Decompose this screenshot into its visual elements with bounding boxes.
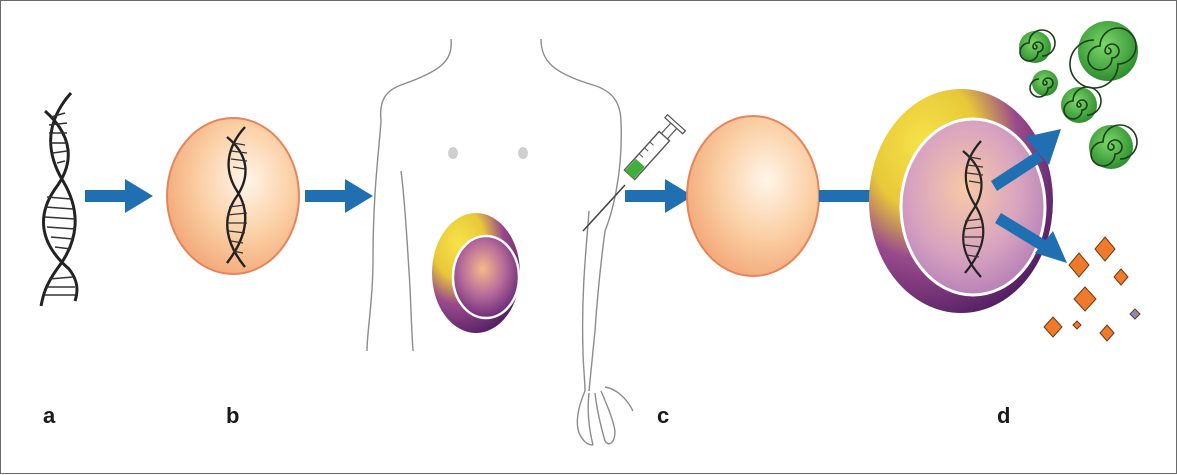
label-d: d bbox=[997, 403, 1010, 429]
label-a: a bbox=[43, 403, 55, 429]
arrow-c-to-cell bbox=[625, 179, 693, 213]
label-c: c bbox=[657, 403, 669, 429]
label-b: b bbox=[226, 403, 239, 429]
arrow-b-to-body bbox=[305, 179, 373, 213]
syringe-icon bbox=[583, 115, 685, 231]
nipple-right bbox=[518, 147, 528, 159]
nipple-left bbox=[448, 147, 458, 159]
cell-icon bbox=[687, 116, 819, 276]
tumor-cell-icon bbox=[869, 89, 1053, 313]
tumor-cell-icon bbox=[432, 213, 520, 333]
dna-helix-icon bbox=[41, 93, 77, 306]
arrow-a-to-b bbox=[85, 179, 153, 213]
cell-with-dna bbox=[167, 118, 299, 274]
